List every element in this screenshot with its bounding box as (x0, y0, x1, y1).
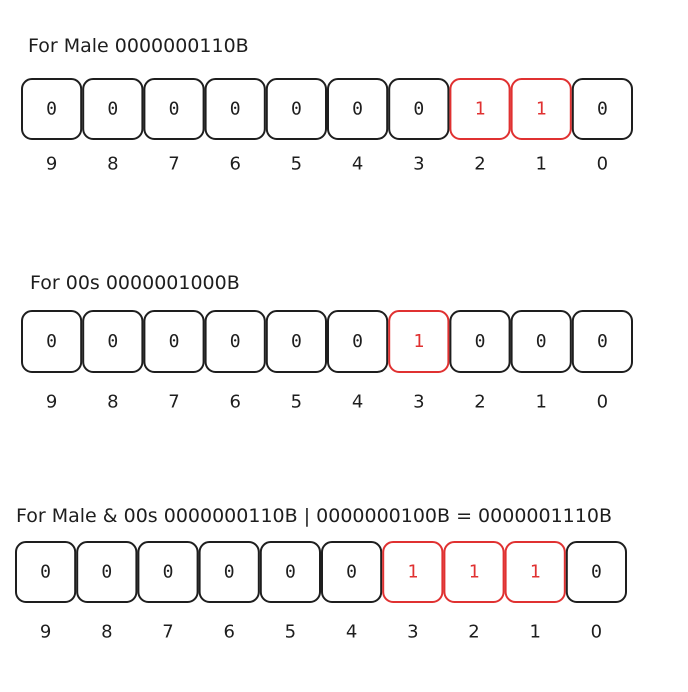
bit-value: 0 (591, 562, 602, 583)
bit-value: 0 (46, 99, 57, 120)
bit-value: 0 (40, 562, 51, 583)
bit-value: 0 (597, 99, 608, 120)
bit-index-label: 5 (291, 154, 302, 175)
bit-index-label: 0 (597, 392, 608, 413)
bit-cell (571, 310, 633, 373)
bit-index-label: 8 (101, 622, 112, 643)
bit-index-label: 7 (168, 392, 179, 413)
bit-index-label: 5 (285, 622, 296, 643)
bit-cell (388, 310, 450, 373)
bit-cell (15, 541, 77, 603)
bit-index-label: 1 (535, 392, 546, 413)
bit-index-label: 0 (597, 154, 608, 175)
bit-value: 0 (107, 99, 118, 120)
row-1-title: For Male 0000000110B (28, 35, 249, 57)
bit-value: 0 (230, 331, 241, 352)
bit-value: 0 (291, 99, 302, 120)
bit-value: 0 (352, 99, 363, 120)
row-3-bits: 0 9 0 8 0 7 0 6 0 5 0 4 1 3 1 2 1 1 0 0 (15, 541, 627, 643)
bit-cell (449, 310, 511, 373)
bit-cell (82, 310, 144, 373)
bit-cell (443, 541, 505, 603)
bit-cell (82, 78, 144, 140)
bit-value: 0 (597, 331, 608, 352)
bit-cell (510, 310, 572, 373)
bit-value: 0 (107, 331, 118, 352)
bit-value: 0 (536, 331, 547, 352)
row-2-bits: 0 9 0 8 0 7 0 6 0 5 0 4 1 3 0 2 0 1 0 0 (21, 310, 633, 413)
bit-value: 1 (469, 562, 480, 583)
bit-cell (204, 78, 266, 140)
bit-cell (259, 541, 321, 603)
bit-index-label: 7 (162, 622, 173, 643)
bit-cell (388, 78, 450, 140)
bit-cell (143, 310, 205, 373)
bit-value: 0 (475, 331, 486, 352)
bit-cell (565, 541, 627, 603)
row-2-title: For 00s 0000001000B (30, 272, 240, 294)
bit-value: 0 (291, 331, 302, 352)
bit-value: 0 (352, 331, 363, 352)
bit-index-label: 9 (46, 154, 57, 175)
bit-index-label: 2 (468, 622, 479, 643)
bit-value: 0 (285, 562, 296, 583)
bit-value: 0 (230, 99, 241, 120)
bit-index-label: 8 (107, 154, 118, 175)
bit-cell (137, 541, 199, 603)
bit-index-label: 3 (413, 154, 424, 175)
row-3-title: For Male & 00s 0000000110B | 0000000100B… (16, 505, 612, 527)
bit-cell (21, 310, 83, 373)
bit-value: 1 (530, 562, 541, 583)
bit-value: 0 (224, 562, 235, 583)
bit-value: 0 (169, 331, 180, 352)
bit-value: 1 (536, 99, 547, 120)
bit-index-label: 2 (474, 154, 485, 175)
bit-index-label: 3 (413, 392, 424, 413)
bit-index-label: 8 (107, 392, 118, 413)
bit-cell (204, 310, 266, 373)
bit-index-label: 6 (229, 392, 240, 413)
bit-index-label: 5 (291, 392, 302, 413)
bit-cell (321, 541, 383, 603)
bit-index-label: 1 (535, 154, 546, 175)
bit-index-label: 4 (346, 622, 357, 643)
bit-cell (265, 310, 327, 373)
bit-index-label: 6 (223, 622, 234, 643)
bit-index-label: 4 (352, 154, 363, 175)
bit-index-label: 0 (591, 622, 602, 643)
bit-value: 1 (407, 562, 418, 583)
bit-cell (449, 78, 511, 140)
bit-value: 0 (101, 562, 112, 583)
bit-index-label: 4 (352, 392, 363, 413)
bit-cell (327, 310, 389, 373)
bit-index-label: 2 (474, 392, 485, 413)
bit-cell (76, 541, 138, 603)
bit-cell (143, 78, 205, 140)
bit-value: 0 (413, 99, 424, 120)
bit-cell (21, 78, 83, 140)
bit-cell (327, 78, 389, 140)
bit-cell (510, 78, 572, 140)
bit-value: 0 (46, 331, 57, 352)
bit-value: 1 (413, 331, 424, 352)
bit-value: 0 (163, 562, 174, 583)
bit-value: 0 (346, 562, 357, 583)
bit-value: 0 (169, 99, 180, 120)
bit-cell (504, 541, 566, 603)
bit-cell (198, 541, 260, 603)
bit-index-label: 9 (46, 392, 57, 413)
bit-index-label: 1 (529, 622, 540, 643)
row-1-bits: 0 9 0 8 0 7 0 6 0 5 0 4 0 3 1 2 1 1 0 0 (21, 78, 633, 175)
bit-index-label: 3 (407, 622, 418, 643)
bit-cell (571, 78, 633, 140)
bit-cell (265, 78, 327, 140)
bit-index-label: 7 (168, 154, 179, 175)
bit-index-label: 6 (229, 154, 240, 175)
bit-cell (382, 541, 444, 603)
bit-value: 1 (475, 99, 486, 120)
bit-index-label: 9 (40, 622, 51, 643)
